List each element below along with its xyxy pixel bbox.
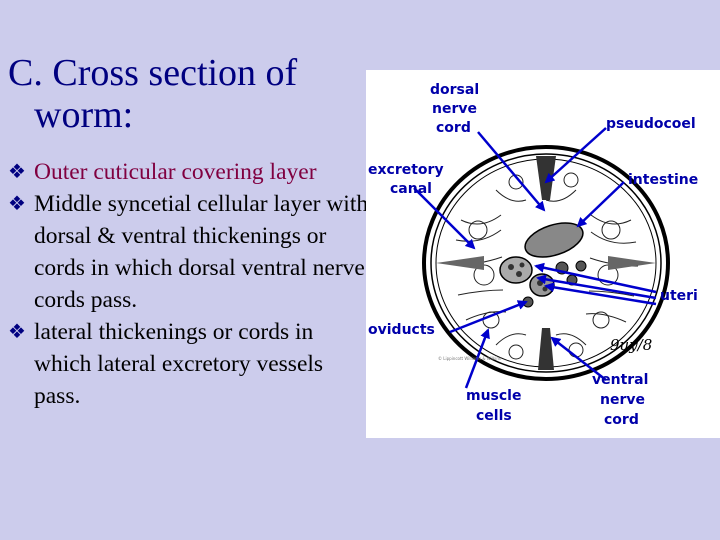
bullet-item-lateral: ❖ lateral thickenings or cords in which … xyxy=(8,316,370,412)
bullet-text: lateral thickenings or cords in which la… xyxy=(34,319,324,409)
bullet-text: Middle syncetial cellular layer with dor… xyxy=(34,191,369,313)
diamond-bullet-icon: ❖ xyxy=(8,161,26,183)
cross-section-figure: dorsal nerve cord pseudocoel excretory c… xyxy=(366,70,720,438)
pointer-arrows xyxy=(413,127,657,389)
worm-cross-section xyxy=(422,145,670,381)
slide-title: C. Cross section of worm: xyxy=(8,52,360,136)
label-oviducts: oviducts xyxy=(368,322,435,338)
diamond-bullet-icon: ❖ xyxy=(8,193,26,215)
label-excretory-canal: excretory canal xyxy=(368,162,448,197)
artist-signature: 9uy/8 xyxy=(610,336,652,354)
label-intestine: intestine xyxy=(628,172,698,188)
label-ventral-nerve-cord: ventral nerve cord xyxy=(592,372,653,428)
diamond-bullet-icon: ❖ xyxy=(8,321,26,343)
label-dorsal-nerve-cord: dorsal nerve cord xyxy=(430,82,484,136)
title-line-1: C. Cross section of xyxy=(8,52,298,94)
label-muscle-cells: muscle cells xyxy=(466,388,526,424)
cross-section-diagram: dorsal nerve cord pseudocoel excretory c… xyxy=(368,82,698,428)
title-line-2: worm: xyxy=(34,94,134,136)
figure-credit: © Lippincott Williams & Wilkins xyxy=(438,356,501,361)
label-pseudocoel: pseudocoel xyxy=(606,116,696,132)
bullet-text: Outer cuticular covering layer xyxy=(34,159,317,185)
bullet-item-cuticle: ❖ Outer cuticular covering layer xyxy=(8,156,370,188)
bullet-list: ❖ Outer cuticular covering layer ❖ Middl… xyxy=(8,156,370,412)
bullet-item-syncytial: ❖ Middle syncetial cellular layer with d… xyxy=(8,188,370,316)
label-uteri: uteri xyxy=(660,288,698,304)
